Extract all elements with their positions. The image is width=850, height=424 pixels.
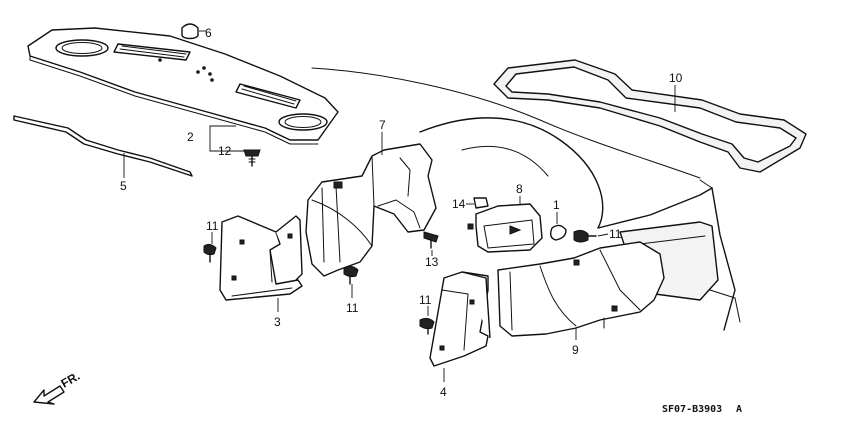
callout-11-left: 11 [206, 219, 219, 233]
screw-part-11-mid [343, 265, 359, 298]
direction-label: FR. [59, 369, 83, 391]
callout-10: 10 [669, 71, 683, 85]
callout-11-lower: 11 [419, 293, 432, 307]
side-trim-part-3 [219, 215, 303, 312]
screw-part-13 [423, 231, 439, 256]
clip-part-6 [181, 23, 206, 40]
callout-5: 5 [120, 179, 127, 193]
callout-7: 7 [379, 118, 386, 132]
weatherstrip-part-5 [13, 115, 193, 178]
callout-2: 2 [187, 130, 194, 144]
callout-1: 1 [553, 198, 560, 212]
rear-shelf-part-2 [27, 27, 339, 145]
diagram-code: SF07-B3903 [662, 404, 722, 415]
callout-4: 4 [440, 385, 447, 399]
light-cover-part-8 [467, 196, 543, 253]
nut-part-14 [466, 197, 489, 209]
callout-11-mid: 11 [346, 301, 359, 315]
screw-part-11-right [573, 229, 609, 243]
callout-3: 3 [274, 315, 281, 329]
wheelhouse-trim-part-7 [305, 132, 437, 277]
leader-2 [209, 125, 236, 137]
callout-13: 13 [425, 255, 439, 269]
callout-12: 12 [218, 144, 232, 158]
callout-8: 8 [516, 182, 523, 196]
screw-part-11-left [203, 232, 217, 263]
diagram-suffix: A [736, 404, 742, 415]
leader-12 [209, 137, 244, 152]
clip-part-1 [549, 212, 567, 241]
bolt-part-12 [243, 149, 261, 167]
callout-9: 9 [572, 343, 579, 357]
screw-part-11-lower [419, 306, 435, 335]
callout-6: 6 [205, 26, 212, 40]
callout-11-right: 11 [609, 227, 622, 241]
side-trim-part-4 [429, 271, 491, 382]
trunk-side-lining-part-9 [497, 241, 665, 340]
front-direction-arrow-icon: FR. [33, 369, 83, 405]
callout-14: 14 [452, 197, 466, 211]
trunk-seal-part-10 [493, 59, 807, 173]
